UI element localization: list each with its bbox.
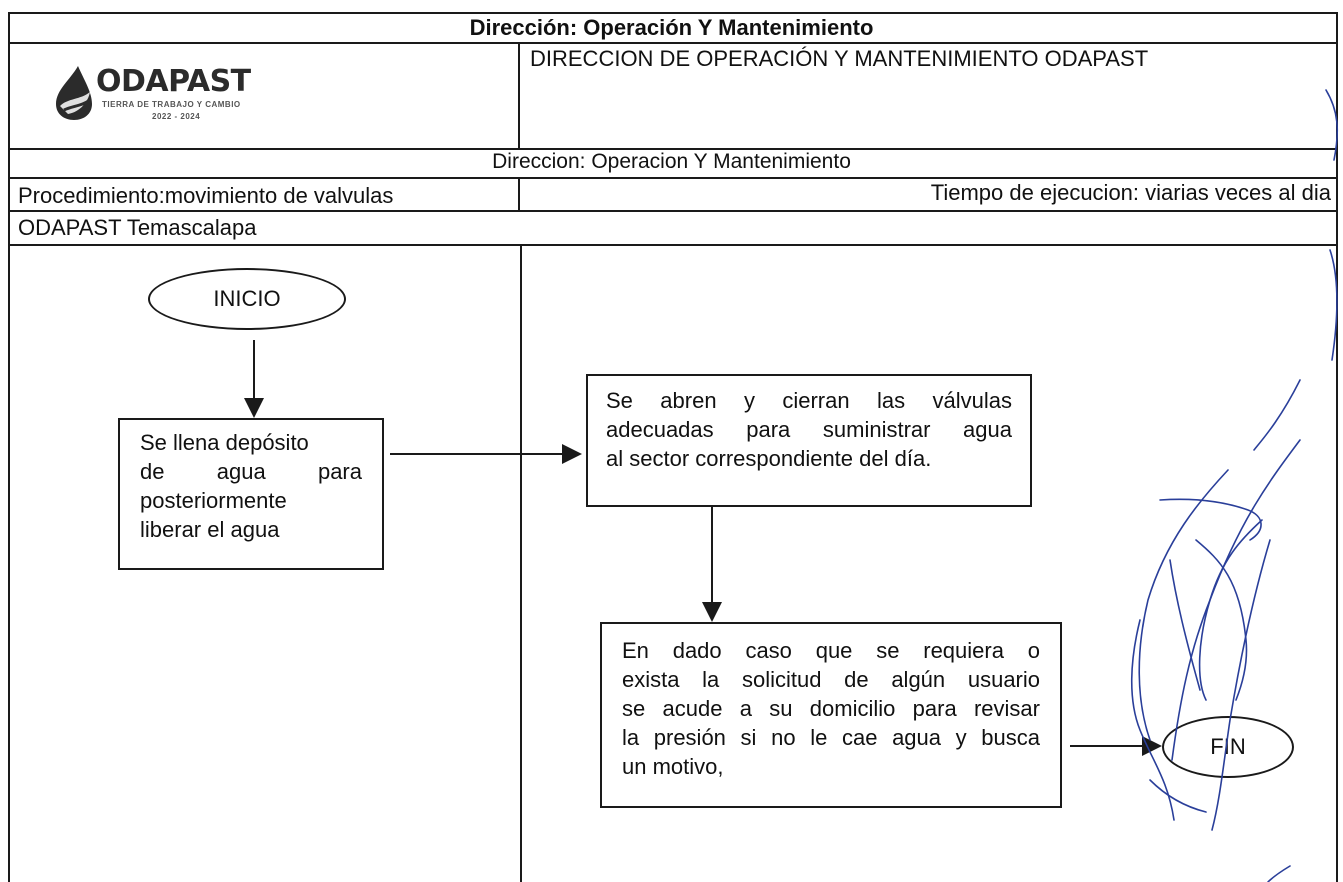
step1-line: liberar el agua — [140, 517, 280, 542]
step1-line: posteriormente — [140, 488, 287, 513]
org-title: DIRECCION DE OPERACIÓN Y MANTENIMIENTO O… — [530, 46, 1149, 71]
execution-time-label: Tiempo de ejecucion: viarias veces al di… — [930, 180, 1331, 205]
row-divider-5 — [8, 244, 1338, 246]
row-divider-4 — [8, 210, 1338, 212]
row-divider-1 — [8, 42, 1338, 44]
col-divider-procedure — [518, 177, 520, 211]
row-divider-3 — [8, 177, 1338, 179]
row-divider-2 — [8, 148, 1338, 150]
step2-line: al sector correspondiente del día. — [606, 446, 932, 471]
col-divider-flow — [520, 244, 522, 882]
step2-line: adecuadas para suministrar agua — [606, 417, 1012, 442]
frame-top — [8, 12, 1338, 14]
step1-line: Se llena depósito — [140, 430, 309, 455]
water-drop-icon — [56, 66, 92, 120]
frame-left — [8, 12, 10, 882]
sub-title: Direccion: Operacion Y Mantenimiento — [492, 150, 851, 173]
step3-line: En dado caso que se requiera o — [622, 638, 1040, 663]
step-user-request: En dado caso que se requiera o exista la… — [600, 622, 1062, 808]
end-terminal: FIN — [1162, 716, 1294, 778]
col-divider-logo — [518, 42, 520, 149]
step3-line: la presión si no le cae agua y busca — [622, 725, 1040, 750]
step3-line: exista la solicitud de algún usuario — [622, 667, 1040, 692]
logo-years: 2022 - 2024 — [152, 112, 201, 121]
step-fill-tank: Se llena depósito de agua para posterior… — [118, 418, 384, 570]
location-label: ODAPAST Temascalapa — [18, 215, 257, 240]
procedure-label: Procedimiento:movimiento de valvulas — [18, 183, 394, 208]
logo: ODAPAST TIERRA DE TRABAJO Y CAMBIO 2022 … — [50, 62, 290, 122]
logo-tagline: TIERRA DE TRABAJO Y CAMBIO — [102, 100, 241, 109]
step-open-close-valves: Se abren y cierran las válvulas adecuada… — [586, 374, 1032, 507]
step1-line: de agua para — [140, 459, 362, 484]
page-title: Dirección: Operación Y Mantenimiento — [469, 15, 874, 40]
logo-wordmark: ODAPAST — [96, 64, 251, 99]
step3-line: un motivo, — [622, 754, 724, 779]
step2-line: Se abren y cierran las válvulas — [606, 388, 1012, 413]
frame-right — [1336, 12, 1338, 882]
start-terminal: INICIO — [148, 268, 346, 330]
step3-line: se acude a su domicilio para revisar — [622, 696, 1040, 721]
